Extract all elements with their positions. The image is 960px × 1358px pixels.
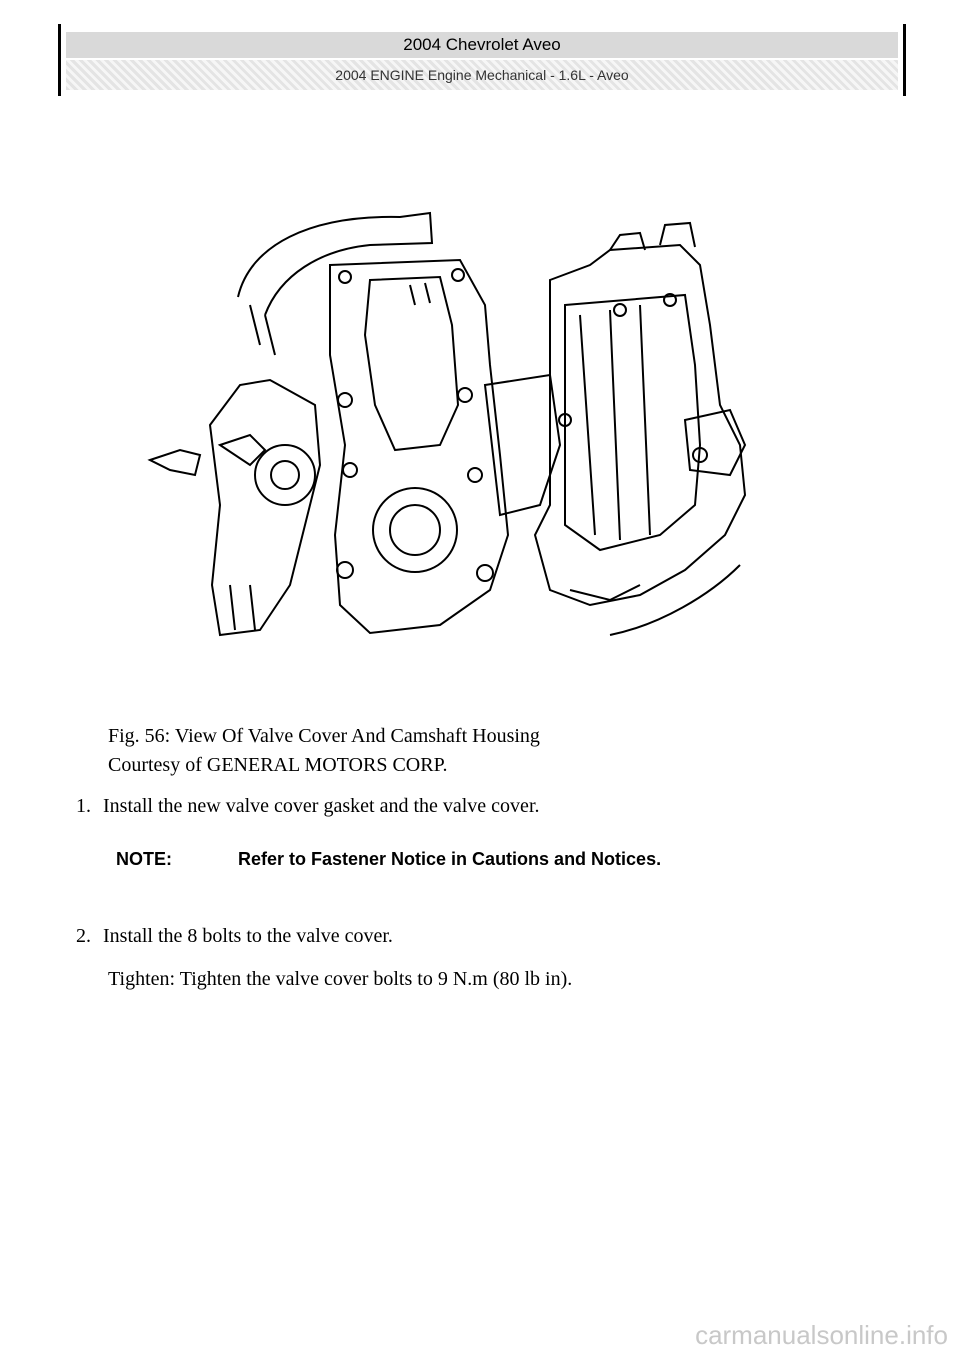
header-right-rule <box>903 24 906 96</box>
header-left-rule <box>58 24 61 96</box>
figure-caption: Fig. 56: View Of Valve Cover And Camshaf… <box>108 722 540 780</box>
figure-caption-title: Fig. 56: View Of Valve Cover And Camshaf… <box>108 725 540 747</box>
note-text: Refer to Fastener Notice in Cautions and… <box>238 849 662 869</box>
step-number: 1. <box>76 795 91 817</box>
step-number: 2. <box>76 925 91 947</box>
document-title: 2004 Chevrolet Aveo <box>66 32 898 58</box>
note-label: NOTE: <box>116 849 172 869</box>
watermark: carmanualsonline.info <box>695 1320 948 1350</box>
step-text: Install the 8 bolts to the valve cover. <box>103 925 393 947</box>
valve-cover-illustration <box>147 211 747 637</box>
step-item: 2. Install the 8 bolts to the valve cover… <box>76 925 393 948</box>
step-item: 1. Install the new valve cover gasket and… <box>76 795 540 818</box>
page-header: 2004 Chevrolet Aveo 2004 ENGINE Engine M… <box>58 24 906 96</box>
document-subtitle: 2004 ENGINE Engine Mechanical - 1.6L - A… <box>66 60 898 90</box>
step-text: Install the new valve cover gasket and t… <box>103 795 540 817</box>
figure-caption-credit: Courtesy of GENERAL MOTORS CORP. <box>108 754 448 776</box>
torque-spec: Tighten: Tighten the valve cover bolts t… <box>108 968 573 990</box>
